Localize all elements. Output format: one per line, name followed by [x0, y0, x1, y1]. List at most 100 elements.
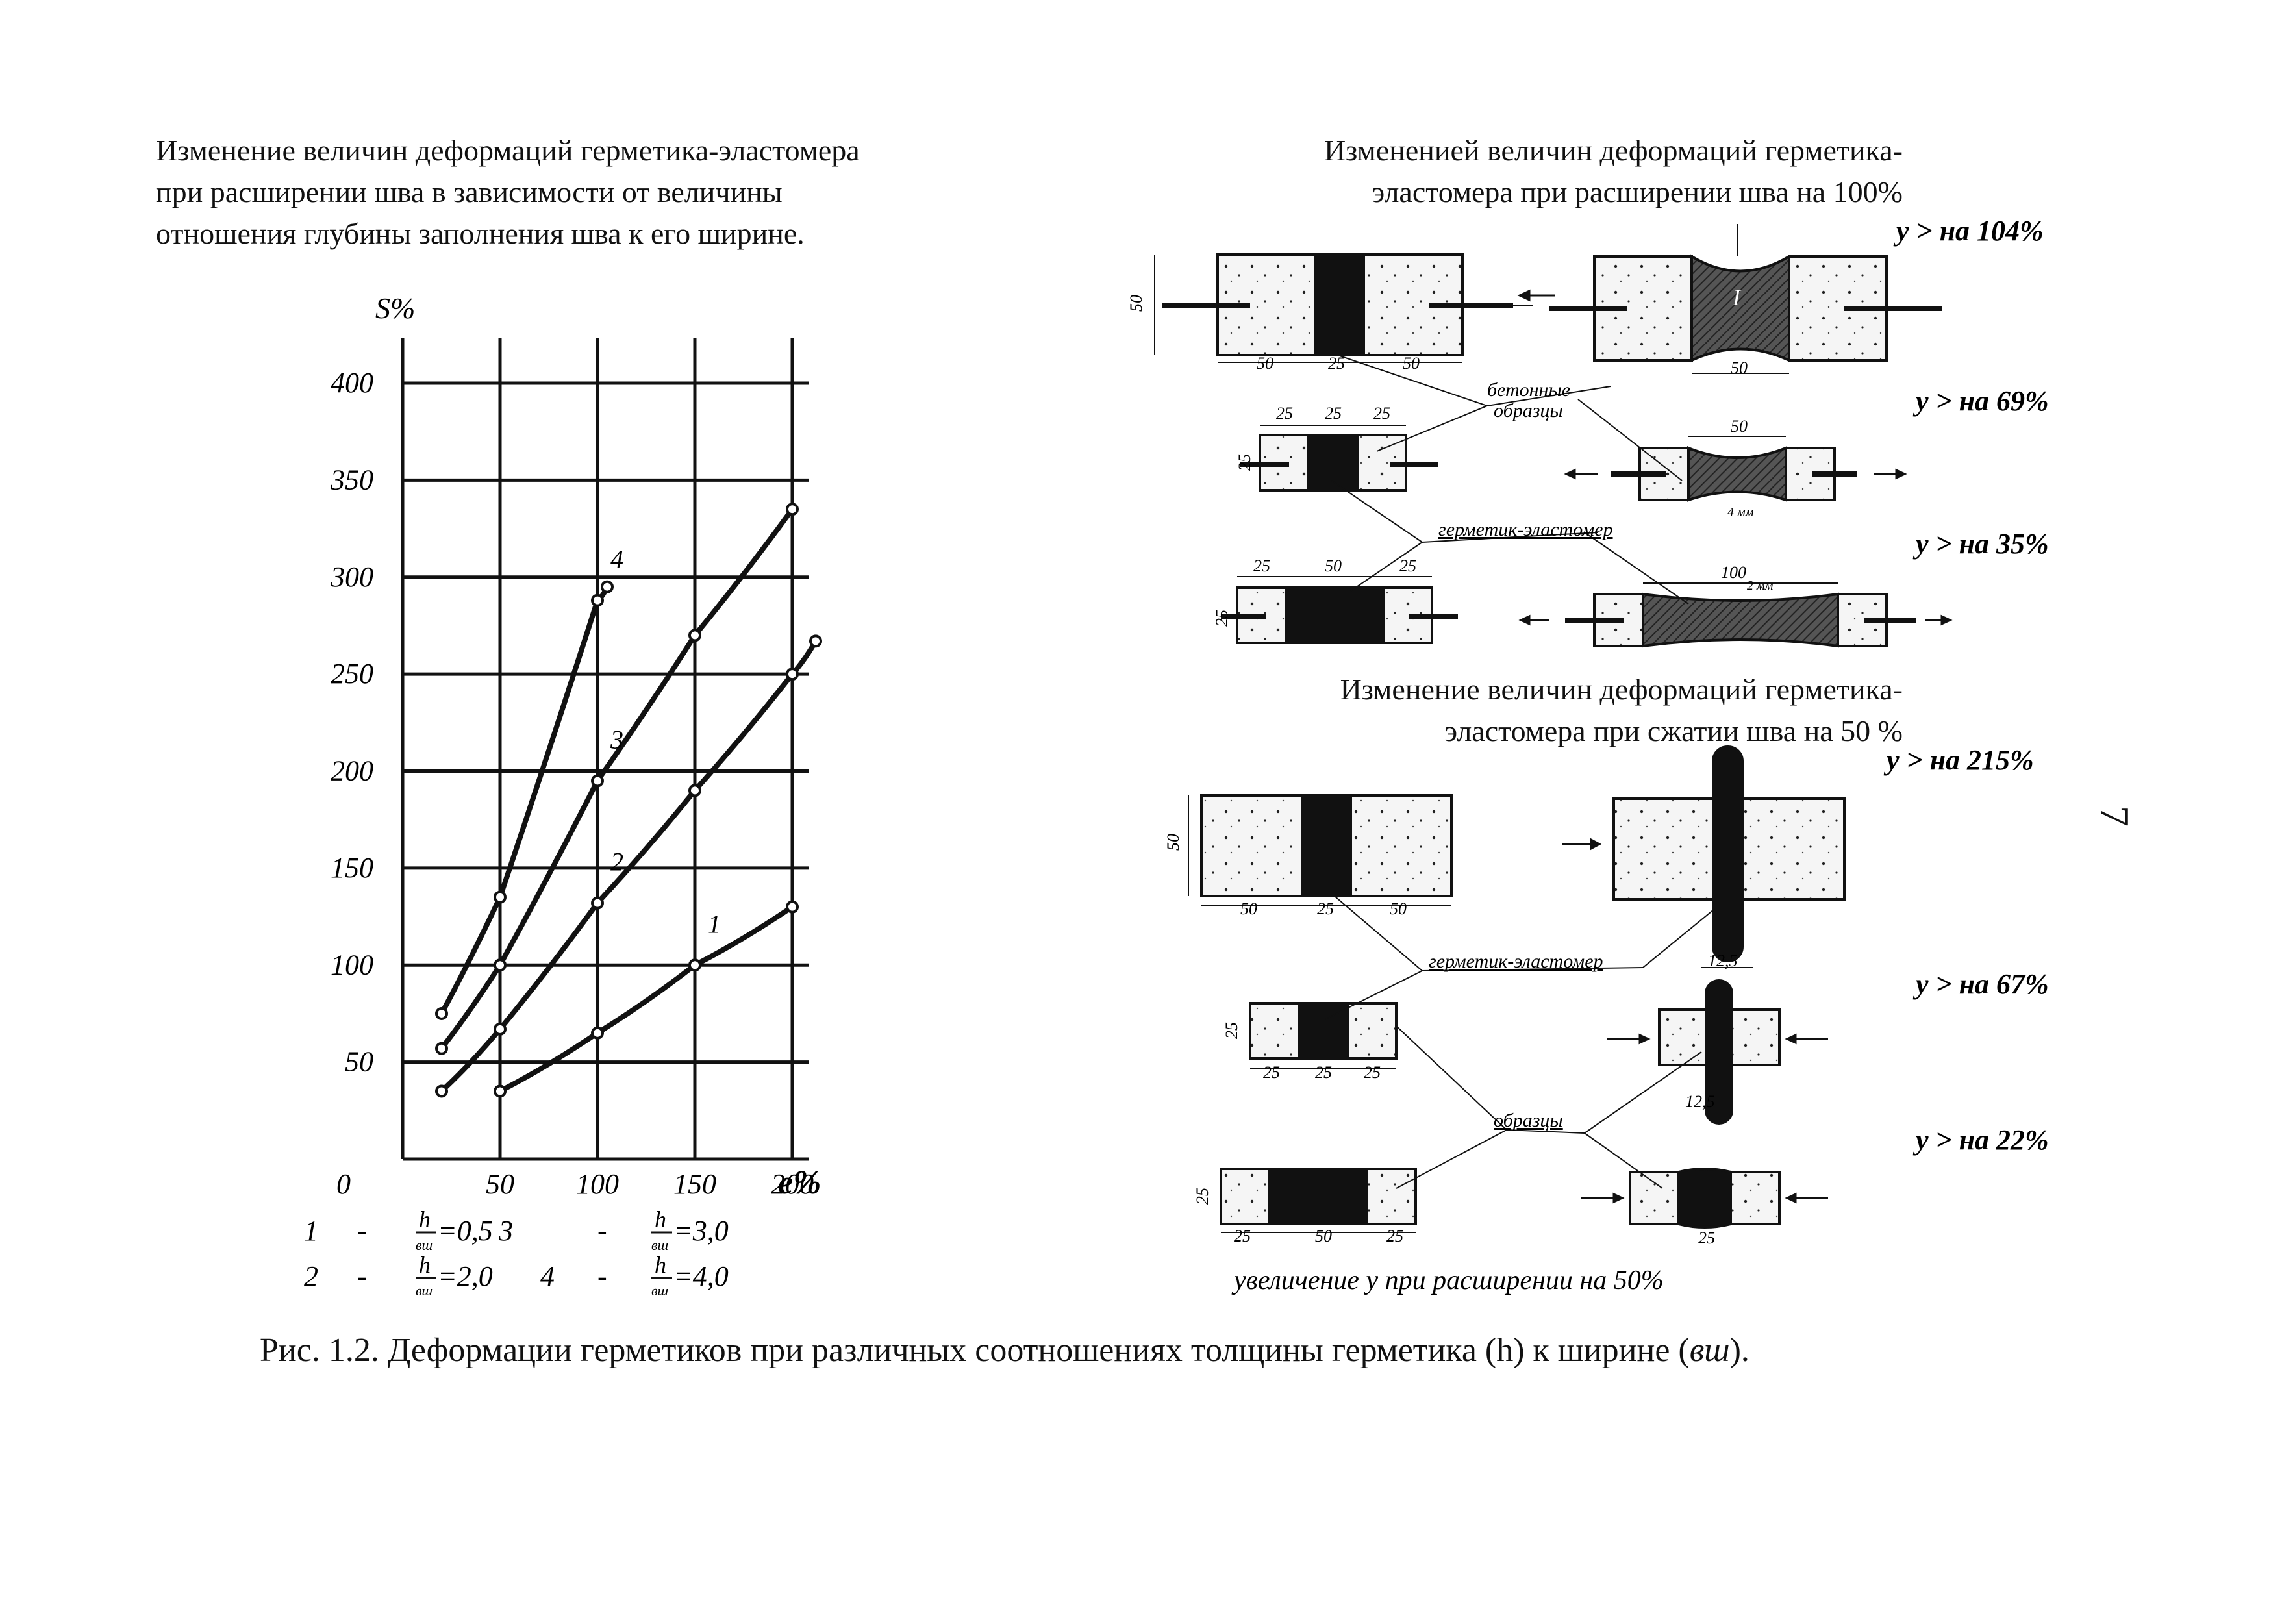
data-point: [591, 896, 604, 910]
dim-label: 25: [1212, 610, 1231, 627]
dim-label: 100: [1721, 563, 1746, 582]
dim-label: 50: [1325, 556, 1342, 575]
dim-label: 50: [1240, 899, 1257, 918]
x-axis-label: e%: [778, 1164, 821, 1201]
compression-diagrams: [1188, 745, 1846, 1233]
legend-den: вш: [416, 1237, 433, 1253]
compression-title: Изменение величин деформаций герметика- …: [1104, 669, 1903, 752]
result-label: y > на 69%: [1912, 385, 2049, 417]
series-label: 1: [708, 909, 721, 938]
series-label: 4: [610, 545, 623, 574]
dim-label: 12,5: [1708, 951, 1738, 970]
compression-title-line: эластомера при сжатии шва на 50 %: [1444, 714, 1903, 747]
sealant-label: герметик-эластомер: [1438, 519, 1613, 540]
y-tick-label: 150: [331, 852, 373, 884]
dim-label: 50: [1403, 354, 1420, 373]
result-label: y > на 104%: [1893, 215, 2044, 247]
dim-label: 25: [1235, 454, 1254, 471]
y-tick-label: 250: [331, 658, 373, 690]
data-point: [591, 593, 604, 607]
dim-label: 25: [1399, 556, 1416, 575]
dim-label: 25: [1253, 556, 1270, 575]
series-line-1: [499, 905, 794, 1093]
result-label: y > на 22%: [1912, 1124, 2049, 1156]
caption-text: Рис. 1.2. Деформации герметиков при разл…: [260, 1332, 1690, 1369]
dim-label: 50: [1164, 834, 1183, 851]
legend-value: =0,5: [438, 1215, 493, 1247]
data-point: [688, 958, 701, 972]
dim-label: 50: [1731, 417, 1748, 436]
expansion-title: Измененией величин деформаций герметика-…: [1104, 130, 1903, 213]
legend-h: h: [419, 1252, 431, 1278]
data-point: [809, 634, 822, 648]
legend-den: вш: [651, 1282, 668, 1299]
dim-label: 25: [1386, 1227, 1403, 1245]
expansion-dimensions: 50 25 50 50 50 I 25 25 25 25 50 4 мм 25 …: [1127, 284, 1774, 627]
joint-mark: I: [1732, 284, 1742, 310]
page-number: 7: [2092, 806, 2138, 827]
dim-label: 25: [1373, 404, 1390, 423]
compression-dimensions: 50 25 50 50 12,5 25 25 25 25 12,5 25 50 …: [1164, 834, 1738, 1295]
data-point: [435, 1084, 448, 1098]
data-point: [786, 900, 799, 914]
legend-h: h: [655, 1252, 666, 1278]
data-point: [494, 958, 507, 972]
y-tick-label: 100: [331, 949, 373, 981]
dim-label: 25: [1315, 1063, 1332, 1082]
data-point: [601, 580, 614, 593]
data-point: [494, 890, 507, 904]
left-title-line: при расширении шва в зависимости от вели…: [156, 175, 783, 208]
samples-label: образцы: [1494, 1110, 1563, 1131]
left-title-line: отношения глубины заполнения шва к его ш…: [156, 217, 805, 250]
dim-label: 50: [1390, 899, 1407, 918]
compression-footnote: увеличение y при расширении на 50%: [1231, 1266, 1664, 1295]
legend-value: =2,0: [438, 1260, 493, 1292]
data-point: [688, 784, 701, 797]
y-tick-label: 50: [345, 1046, 373, 1078]
x-tick-label: 200: [771, 1168, 814, 1200]
dim-label: 50: [1127, 295, 1146, 312]
neck-label: 2 мм: [1747, 579, 1774, 593]
legend-dash: -: [357, 1260, 367, 1292]
legend-h: h: [655, 1206, 666, 1232]
data-point: [494, 1084, 507, 1098]
dim-label: 50: [1257, 354, 1273, 373]
caption-suffix: ).: [1729, 1332, 1749, 1369]
data-point: [688, 629, 701, 642]
x-tick-label: 150: [673, 1168, 716, 1200]
data-point: [435, 1006, 448, 1020]
figure-caption: Рис. 1.2. Деформации герметиков при разл…: [260, 1331, 2013, 1369]
left-title-line: Изменение величин деформаций герметика-э…: [156, 134, 860, 167]
expansion-diagrams: [1154, 224, 1942, 648]
legend-number: 3: [498, 1215, 513, 1247]
dim-label: 25: [1276, 404, 1293, 423]
dim-label: 25: [1317, 899, 1334, 918]
dim-label: 25: [1698, 1229, 1715, 1247]
legend-number: 4: [540, 1260, 555, 1292]
legend-dash: -: [357, 1215, 367, 1247]
legend-number: 2: [304, 1260, 318, 1292]
expansion-title-line: эластомера при расширении шва на 100%: [1372, 175, 1903, 208]
neck-label: 4 мм: [1727, 505, 1754, 519]
result-label: y > на 215%: [1883, 744, 2034, 776]
dim-label: 25: [1364, 1063, 1381, 1082]
concrete-label: бетонные: [1487, 379, 1570, 401]
data-point: [591, 1026, 604, 1040]
compression-title-line: Изменение величин деформаций герметика-: [1340, 673, 1903, 706]
data-point: [494, 1022, 507, 1036]
result-labels: y > на 104% y > на 69% y > на 35% y > на…: [1883, 215, 2049, 1156]
legend-den: вш: [651, 1237, 668, 1253]
y-tick-label: 300: [330, 561, 373, 593]
legend-dash: -: [597, 1215, 607, 1247]
legend-value: =4,0: [673, 1260, 729, 1292]
dim-label: 25: [1193, 1188, 1212, 1205]
data-point: [435, 1042, 448, 1055]
y-tick-label: 350: [330, 464, 373, 495]
x-tick-label: 100: [576, 1168, 619, 1200]
y-tick-label: 400: [331, 367, 373, 399]
expansion-title-line: Измененией величин деформаций герметика-: [1323, 134, 1903, 167]
dim-label: 25: [1328, 354, 1345, 373]
legend-value: =3,0: [673, 1215, 729, 1247]
